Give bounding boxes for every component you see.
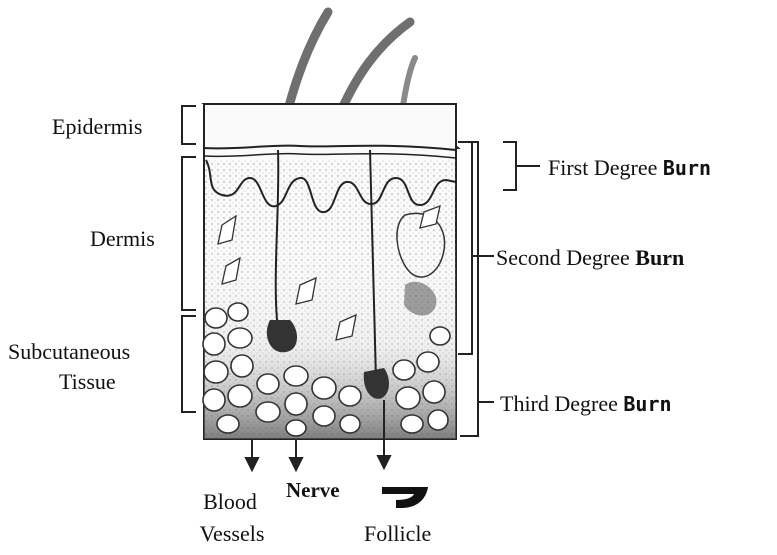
third-degree-burn-label: Third Degree Burn — [500, 392, 672, 416]
follicle-label: Follicle — [364, 522, 431, 546]
nerve-arrow — [290, 458, 302, 470]
first-degree-burn-word: Burn — [663, 156, 711, 180]
blood-vessels-label-2: Vessels — [190, 522, 274, 546]
first-degree-text: First Degree — [548, 155, 663, 180]
epidermis-label: Epidermis — [52, 115, 142, 139]
third-degree-burn-word: Burn — [623, 392, 671, 416]
epidermis-bracket — [182, 106, 196, 144]
second-degree-burn-word: Burn — [635, 245, 684, 270]
dermis-label: Dermis — [90, 227, 155, 251]
first-degree-bracket — [503, 142, 516, 190]
subcutaneous-bracket — [182, 316, 196, 412]
subcutaneous-label-1: Subcutaneous — [8, 340, 130, 364]
follicle-arrow — [378, 456, 390, 468]
blood-vessels-label-1: Blood — [198, 490, 262, 514]
third-degree-text: Third Degree — [500, 391, 623, 416]
follicle-shape — [382, 487, 428, 508]
second-degree-burn-label: Second Degree Burn — [496, 246, 684, 270]
nerve-label: Nerve — [286, 478, 340, 502]
dermis-bracket — [182, 157, 196, 310]
first-degree-burn-label: First Degree Burn — [548, 156, 711, 180]
subcutaneous-label-2: Tissue — [59, 370, 116, 394]
third-degree-bracket — [460, 142, 478, 436]
second-degree-bracket — [458, 142, 472, 354]
second-degree-text: Second Degree — [496, 245, 635, 270]
layer-brackets — [182, 106, 196, 412]
blood-vessel-arrow — [246, 458, 258, 470]
